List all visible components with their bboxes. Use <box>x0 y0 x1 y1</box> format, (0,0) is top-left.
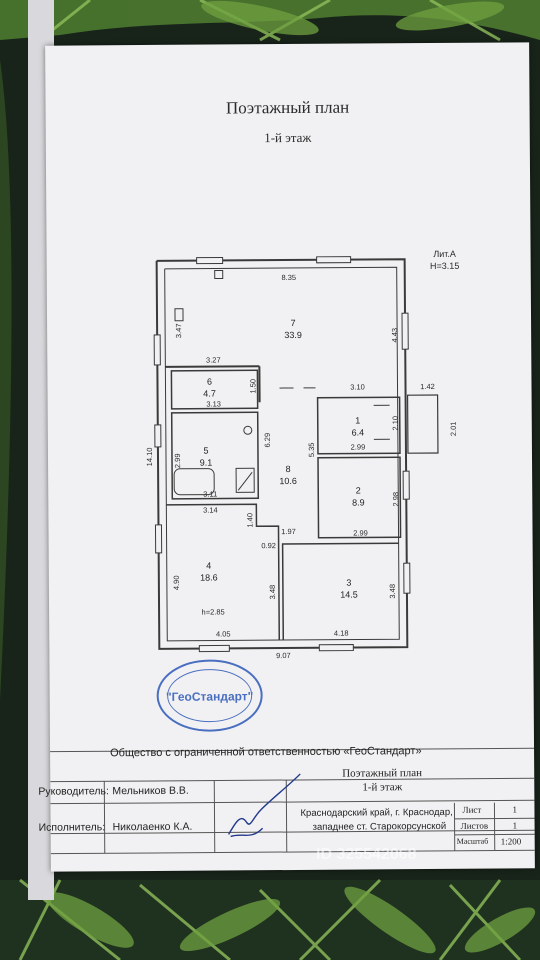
stove <box>174 308 184 322</box>
address-line1: Краснодарский край, г. Краснодар, <box>300 806 453 819</box>
room-number: 4 <box>206 561 211 571</box>
sheets-value: 1 <box>512 820 518 831</box>
height-label: Н=3.15 <box>430 261 459 271</box>
role-executor: Исполнитель: <box>38 821 106 834</box>
room-area: 33.9 <box>284 330 302 340</box>
dimension: 3.48 <box>388 584 397 599</box>
room-area: 18.6 <box>200 573 218 583</box>
room-area: 14.5 <box>340 590 358 600</box>
dimension: 2.01 <box>449 422 458 437</box>
room-number: 3 <box>346 578 351 588</box>
dimension: 4.05 <box>216 629 231 638</box>
bath <box>173 468 215 496</box>
dimension: 3.11 <box>203 490 217 499</box>
dimension: 3.47 <box>174 323 183 338</box>
dimension: 1.42 <box>420 382 435 391</box>
window <box>154 524 163 554</box>
wall-room3 <box>281 542 399 641</box>
doc-floor: 1-й этаж <box>362 781 403 794</box>
floor-plan: 7 33.9 6 4.7 5 9.1 8 10.6 1 6.4 2 8.9 4 … <box>145 249 459 660</box>
person-executor: Николаенко К.А. <box>112 820 193 834</box>
scale-value: 1:200 <box>500 836 522 847</box>
window <box>196 256 224 265</box>
room-area: 6.4 <box>352 427 365 437</box>
dimension: 14.10 <box>145 448 154 467</box>
ceiling-height: h=2.85 <box>201 607 224 616</box>
lit-label: Лит.А <box>433 249 456 259</box>
sheets-label: Листов <box>460 820 489 831</box>
document-sheet: Поэтажный план 1-й этаж <box>38 42 535 872</box>
room-number: 7 <box>291 318 296 328</box>
window <box>153 334 161 366</box>
dimension: 3.14 <box>203 506 218 515</box>
room-number: 2 <box>356 486 361 496</box>
dimension: 2.98 <box>391 492 400 507</box>
room-number: 8 <box>286 464 291 474</box>
role-head: Руководитель: <box>38 785 109 798</box>
sheet-value: 1 <box>512 804 518 815</box>
window <box>154 424 162 448</box>
room-area: 10.6 <box>279 476 297 486</box>
window <box>318 644 354 652</box>
wall-room6 <box>170 369 259 410</box>
room-number: 5 <box>203 446 208 456</box>
sheet-label: Лист <box>462 804 482 815</box>
dimension: 9.07 <box>276 651 291 660</box>
organization-name: Общество с ограниченной ответственностью… <box>110 745 422 760</box>
outer-wall <box>155 258 409 650</box>
dimension: 3.27 <box>206 355 221 364</box>
dimension: 1.97 <box>281 527 296 536</box>
room-number: 1 <box>355 416 360 426</box>
room-area: 8.9 <box>352 497 365 507</box>
room-area: 9.1 <box>200 458 213 468</box>
dimension: 4.18 <box>334 629 349 638</box>
doc-title: Поэтажный план <box>342 767 423 780</box>
window <box>401 312 409 350</box>
wall-room5 <box>170 411 260 500</box>
watermark: ID 325542068 <box>316 846 417 863</box>
dimension: 5.35 <box>307 443 316 458</box>
title-block <box>50 747 535 855</box>
dimension: 3.10 <box>350 382 365 391</box>
toilet <box>243 425 253 435</box>
address-line2: западнее ст. Старокорсунской <box>312 820 447 833</box>
dimension: 2.99 <box>353 528 368 537</box>
dimension: 0.92 <box>261 541 276 550</box>
dimension: 6.29 <box>263 433 272 448</box>
dimension: 1.40 <box>245 513 254 528</box>
dimension: 4.43 <box>390 328 399 343</box>
room-area: 4.7 <box>203 389 216 399</box>
dimension: 8.35 <box>281 273 296 282</box>
dimension: 4.90 <box>172 575 181 590</box>
shower-diag <box>237 471 253 491</box>
dimension: 1.50 <box>248 379 257 394</box>
wall-room4 <box>166 503 281 641</box>
window <box>403 562 411 594</box>
dimension: 3.48 <box>268 585 277 600</box>
dimension: 2.99 <box>351 442 366 451</box>
porch <box>406 394 439 454</box>
sink <box>214 269 224 280</box>
inner-wall-line <box>164 266 400 642</box>
company-stamp: "ГеоСтандарт" <box>156 659 263 732</box>
room-number: 6 <box>207 377 212 387</box>
stamp-text: "ГеоСтандарт" <box>166 689 253 704</box>
dimension: 2.10 <box>391 416 400 431</box>
wall-room1 <box>316 396 401 455</box>
window <box>402 470 410 500</box>
signature <box>228 773 301 838</box>
dimension: 2.99 <box>173 453 182 468</box>
window <box>198 644 230 653</box>
shower <box>235 467 255 493</box>
window <box>316 256 352 264</box>
dimension: 3.13 <box>206 399 221 408</box>
scale-label: Масштаб <box>456 836 489 846</box>
wall-room2 <box>317 456 402 539</box>
wall-room7-left <box>165 365 260 368</box>
person-head: Мельников В.В. <box>112 784 189 798</box>
